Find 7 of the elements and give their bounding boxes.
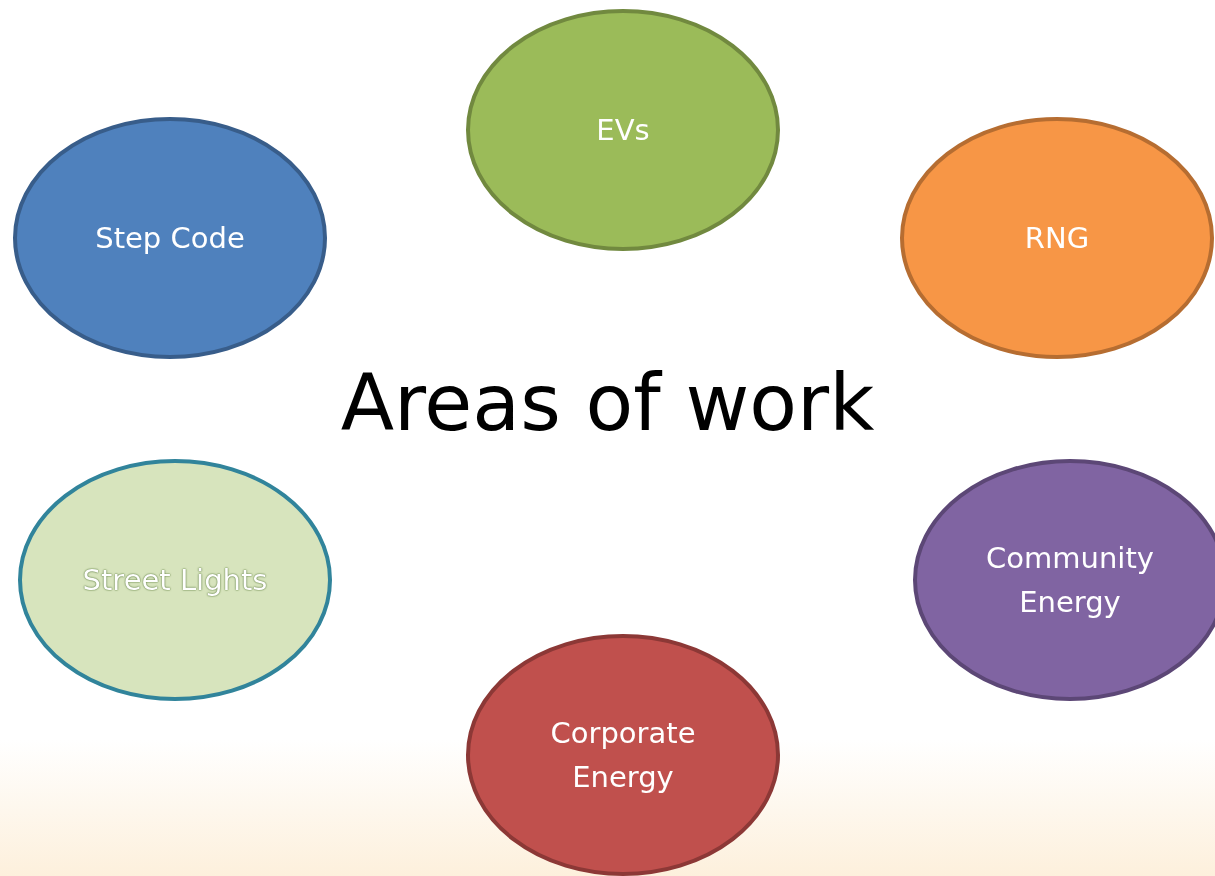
center-title: Areas of work	[340, 358, 875, 448]
node-label: RNG	[1023, 220, 1091, 257]
node-label: EVs	[595, 112, 651, 149]
node-label: Street Lights	[81, 562, 269, 599]
node-label: Community Energy	[985, 540, 1155, 621]
node-label: Step Code	[94, 220, 246, 257]
node-label: Corporate Energy	[549, 715, 697, 796]
